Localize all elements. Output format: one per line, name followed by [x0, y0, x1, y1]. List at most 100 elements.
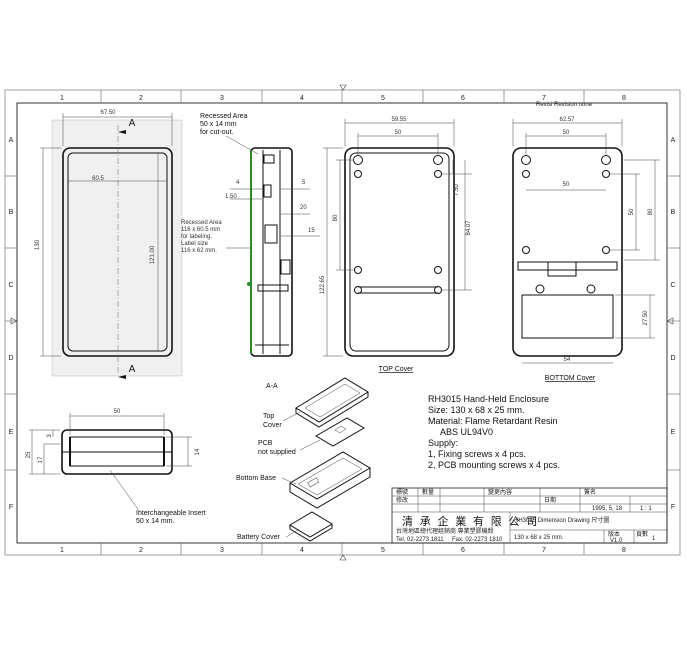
end-height-3-dim: 3	[47, 434, 53, 438]
tb-phone: Tel. 02-2273 1811	[396, 537, 444, 543]
top-cover-screw-boss-1	[353, 155, 363, 165]
bottom-pcb-boss-2	[602, 170, 610, 178]
bottom-cover-title: BOTTOM Cover	[545, 375, 596, 382]
battery-screw-2	[586, 284, 596, 294]
side-section-view: 4 5 1.50 20 15	[225, 147, 320, 357]
zone-row-a-left: A	[9, 137, 14, 144]
top-cover-outline	[344, 147, 455, 357]
spec-material-2: ABS UL94V0	[440, 427, 493, 437]
top-cover-80-dim: 80	[333, 214, 339, 221]
exploded-view: A-A Top Cover PCB not supplied Bottom Ba…	[236, 377, 371, 542]
top-cover-leader	[282, 411, 301, 422]
pcb-label-1: PCB	[258, 440, 273, 447]
exploded-battery-cover	[289, 511, 333, 542]
end-view: 50 25 17 3 14 Interchangeable Insert 50 …	[26, 409, 206, 525]
title-block-frame	[391, 487, 668, 544]
front-inner-height-dim: 121.00	[150, 245, 156, 264]
side-cutout-2	[263, 184, 272, 198]
side-dim-20: 20	[300, 205, 307, 211]
battery-cover-leader	[285, 529, 299, 538]
tb-header-5: 簽名	[584, 488, 596, 496]
zone-row-e-right: E	[671, 429, 676, 436]
top-cover-label-2: Cover	[263, 422, 282, 429]
battery-compartment	[521, 294, 614, 339]
zone-col-6-bottom: 6	[461, 547, 465, 554]
bottom-base-label: Bottom Base	[236, 475, 276, 482]
tb-header-4: 日期	[544, 496, 556, 504]
bottom-cover-dim-lines	[512, 119, 660, 364]
zone-col-5-top: 5	[381, 95, 385, 102]
zone-col-2-top: 2	[139, 95, 143, 102]
top-cover-span-dim: 50	[395, 130, 402, 136]
tb-page-label: 頁數	[636, 530, 648, 538]
label-face-marker	[247, 282, 251, 286]
top-cover-view: 59.55 50 80 7.50 84.07 122.65 TOP Cover	[320, 117, 472, 373]
insert-note-line-1: Interchangeable Insert	[136, 510, 206, 517]
zone-row-e-left: E	[9, 429, 14, 436]
exploded-pcb	[315, 417, 365, 447]
tb-version-label: 版本	[608, 530, 620, 538]
insert-leader	[109, 469, 141, 513]
tb-version: V1.0	[610, 538, 623, 544]
zone-row-c-left: C	[8, 282, 13, 289]
bottom-screw-boss-2	[601, 155, 611, 165]
top-cover-dim-lines	[323, 119, 472, 357]
tb-scale: 1 : 1	[640, 506, 652, 512]
center-marks	[10, 84, 674, 561]
tb-fax: Fax. 02-2273 1810	[452, 537, 503, 543]
end-width-dim: 50	[114, 409, 121, 415]
end-height-25-dim: 25	[26, 451, 32, 458]
zone-ticks	[5, 90, 680, 555]
tb-drawing-title: RH3015 Dimension Drawing 尺寸圖	[514, 516, 609, 524]
zone-col-1-bottom: 1	[60, 547, 64, 554]
front-view-shadow	[51, 119, 183, 377]
zone-col-8-bottom: 8	[622, 547, 626, 554]
zone-col-4-top: 4	[300, 95, 304, 102]
tb-header-2: 修改	[396, 496, 408, 504]
label-note-line-4: Label size	[181, 241, 209, 247]
title-block-grid	[392, 488, 667, 543]
top-cover-screw-boss-2	[433, 155, 443, 165]
label-recess	[67, 152, 168, 352]
bottom-cover-inner-span-dim: 50	[563, 182, 570, 188]
front-dim-lines	[40, 113, 173, 357]
revision-header: Revisi Revision none	[536, 102, 593, 108]
top-cover-width-dim: 59.55	[391, 117, 407, 123]
tb-company-name: 清 承 企 業 有 限 公 司	[402, 514, 539, 528]
zone-col-4-bottom: 4	[300, 547, 304, 554]
spec-supply-1: 1, Fixing screws x 4 pcs.	[428, 449, 526, 459]
side-cutout-1	[263, 154, 275, 164]
front-view: 67.50 60.5 130 121.00 A A	[35, 110, 183, 379]
top-cover-inner	[349, 152, 450, 352]
bottom-pcb-boss-4	[602, 246, 610, 254]
label-note-line-2: 116 x 60.5 mm	[181, 227, 220, 233]
label-note-line-1: Recessed Area	[181, 220, 222, 226]
enclosure-outline	[62, 147, 173, 357]
zone-row-b-left: B	[9, 209, 14, 216]
top-cover-screw-boss-3	[354, 286, 362, 294]
top-cover-pcb-boss-1	[354, 170, 362, 178]
tb-drawing-size: 130 x 68 x 25 mm.	[514, 535, 564, 541]
zone-col-2-bottom: 2	[139, 547, 143, 554]
top-cover-12265-dim: 122.65	[320, 275, 326, 294]
side-dim-4: 4	[236, 180, 240, 186]
bottom-cover-54-dim: 54	[564, 357, 571, 363]
label-note-line-3: for labeling.	[181, 234, 212, 240]
battery-divider	[517, 261, 618, 271]
zone-col-1-top: 1	[60, 95, 64, 102]
spec-size: Size: 130 x 68 x 25 mm.	[428, 405, 525, 415]
zone-row-d-right: D	[670, 355, 675, 362]
side-outline	[250, 147, 293, 357]
pcb-leader	[299, 439, 321, 451]
section-arrow-bottom	[118, 375, 126, 379]
zone-col-3-bottom: 3	[220, 547, 224, 554]
end-height-17-dim: 17	[38, 456, 44, 463]
zone-row-c-right: C	[670, 282, 675, 289]
top-cover-750-dim: 7.50	[454, 184, 460, 196]
recessed-note-line-3: for cut-out.	[200, 129, 234, 136]
side-boss-1	[264, 224, 278, 244]
top-cover-screw-boss-4	[434, 286, 442, 294]
recessed-leader	[225, 135, 259, 155]
front-inner-width-dim: 60.5	[92, 176, 104, 182]
